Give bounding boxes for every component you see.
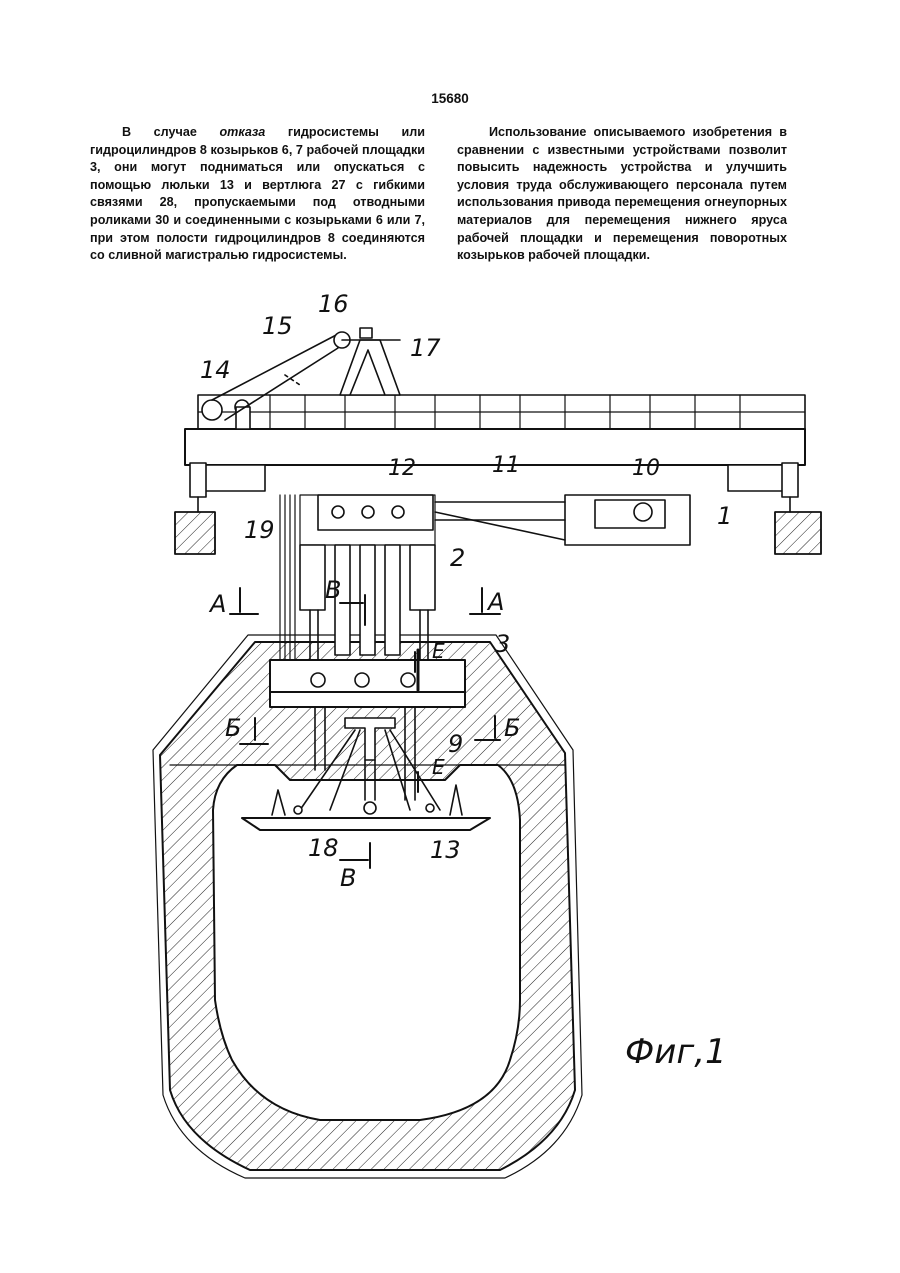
- section-v-bottom: В: [340, 864, 356, 892]
- label-9: 9: [448, 730, 463, 758]
- section-b-left: Б: [225, 714, 241, 742]
- figure-caption: Фиг,1: [625, 1032, 727, 1072]
- section-a-left: A: [208, 590, 226, 618]
- label-14: 14: [200, 356, 231, 384]
- section-a-right: A: [486, 588, 504, 616]
- label-19: 19: [244, 516, 275, 544]
- label-17: 17: [410, 334, 441, 362]
- label-1: 1: [717, 502, 732, 530]
- section-e-top: Е: [432, 639, 445, 663]
- label-12: 12: [388, 456, 416, 481]
- right-truck: [728, 463, 821, 554]
- label-2: 2: [450, 544, 465, 572]
- label-18: 18: [308, 834, 339, 862]
- label-15: 15: [262, 312, 293, 340]
- label-13: 13: [430, 836, 461, 864]
- section-b-right: Б: [504, 714, 520, 742]
- label-10: 10: [632, 456, 660, 481]
- section-e-bottom: Е: [432, 755, 445, 779]
- frame-17: [340, 340, 400, 395]
- trolley-10: [565, 495, 690, 545]
- rope-15: [212, 333, 340, 400]
- winch-drum-14: [202, 400, 222, 420]
- label-3: 3: [495, 630, 510, 658]
- label-16: 16: [318, 290, 349, 318]
- section-v-top: В: [325, 576, 341, 604]
- label-11: 11: [492, 453, 520, 478]
